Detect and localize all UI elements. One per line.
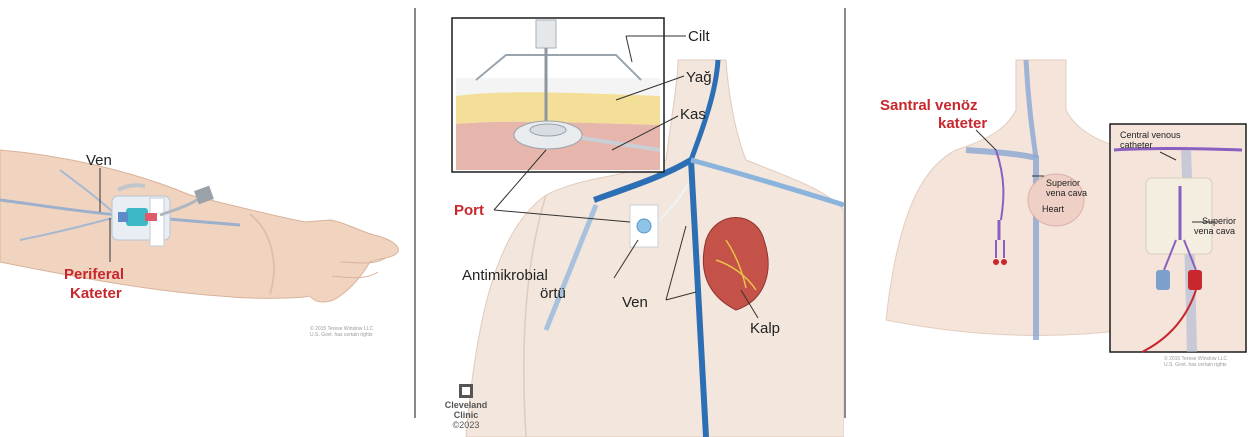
arm-illustration xyxy=(0,0,414,437)
label-muscle: Kas xyxy=(680,106,706,124)
panel-central-venous-catheter: Santral venöz kateter Superior vena cava… xyxy=(846,0,1249,437)
logo-line1: Cleveland xyxy=(440,400,492,410)
label-svc-line2: vena cava xyxy=(1046,188,1087,198)
label-catheter: Kateter xyxy=(70,285,122,303)
label-fat: Yağ xyxy=(686,69,712,87)
label-inset-svc: Superior xyxy=(1202,216,1236,226)
label-port: Port xyxy=(454,202,484,220)
panel-peripheral-catheter: Ven Periferal Kateter © 2015 Terese Wins… xyxy=(0,0,414,437)
label-dressing-line2: örtü xyxy=(540,285,566,303)
label-inset-cvc-line2: catheter xyxy=(1120,140,1153,150)
copyright-line2: U.S. Govt. has certain rights xyxy=(310,332,373,338)
catheter-hub xyxy=(126,208,148,226)
label-cvc: Santral venöz xyxy=(880,97,978,115)
logo-mark-icon xyxy=(459,384,473,398)
label-heart: Kalp xyxy=(750,320,780,338)
port-site xyxy=(637,219,651,233)
port-needle-hub xyxy=(536,20,556,48)
logo-year: ©2023 xyxy=(440,420,492,430)
label-skin: Cilt xyxy=(688,28,710,46)
label-svc: Superior xyxy=(1046,178,1080,188)
chest-illustration xyxy=(846,0,1249,437)
copyright-line2: U.S. Govt. has certain rights xyxy=(1164,362,1227,368)
label-vein: Ven xyxy=(86,152,112,170)
label-peripheral: Periferal xyxy=(64,266,124,284)
cleveland-clinic-logo: Cleveland Clinic ©2023 xyxy=(440,384,492,430)
label-cvc-line2: kateter xyxy=(938,115,987,133)
logo-line2: Clinic xyxy=(440,410,492,420)
forearm xyxy=(0,150,398,302)
label-dressing: Antimikrobial xyxy=(462,267,548,285)
label-inset-svc-line2: vena cava xyxy=(1194,226,1235,236)
panel-port: Cilt Yağ Kas Port Antimikrobial örtü Ven… xyxy=(416,0,844,437)
label-vein: Ven xyxy=(622,294,648,312)
label-inset-cvc: Central venous xyxy=(1120,130,1181,140)
label-heart: Heart xyxy=(1042,204,1064,214)
